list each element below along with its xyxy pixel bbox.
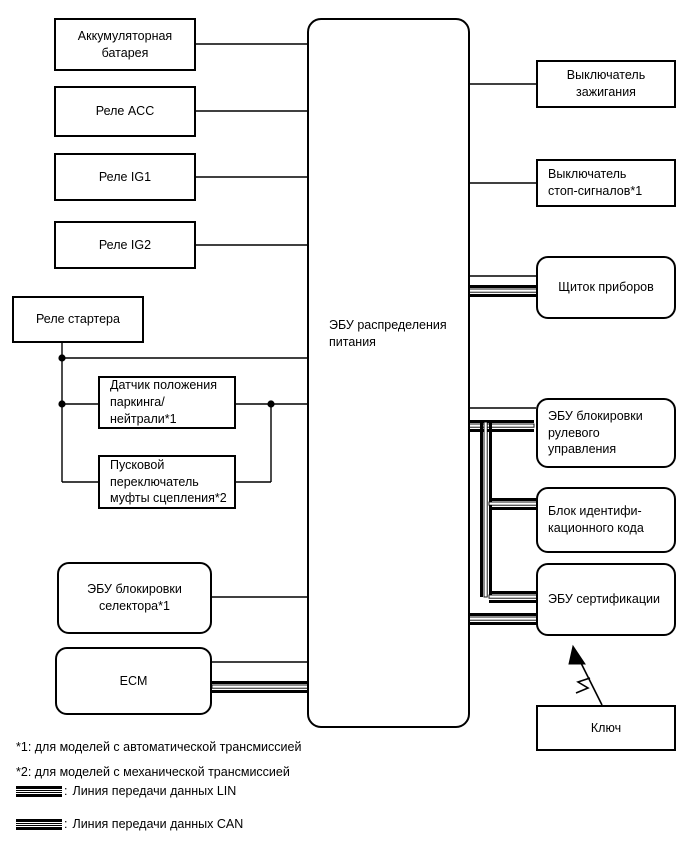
node-key[interactable]: Ключ — [536, 705, 676, 751]
node-instrument-cluster-label: Щиток приборов — [558, 280, 654, 295]
bus-can-ecu-to-instrument-cluster — [467, 285, 538, 297]
legend-lin-colon: : — [64, 784, 68, 798]
node-ig1-relay[interactable]: Реле IG1 — [54, 153, 196, 201]
node-ecm-label: ECM — [119, 673, 148, 688]
node-instrument-cluster[interactable]: Щиток приборов — [536, 256, 676, 319]
wireless-signal-arrow — [568, 644, 603, 706]
can-bus-line-icon — [16, 818, 62, 830]
power-distribution-ecu[interactable]: ЭБУ распределения питания — [307, 18, 470, 728]
bus-can-ecu-to-certification-ecu — [467, 613, 538, 625]
node-ignition-switch-label: Выключатель зажигания — [566, 68, 646, 99]
junction-dot-switch-merge — [267, 400, 275, 408]
node-acc-relay[interactable]: Реле ACC — [54, 86, 196, 137]
node-park-neutral-sensor[interactable]: Датчик положения паркинга/нейтрали*1 — [98, 376, 236, 429]
bus-lin-trunk — [467, 420, 538, 603]
legend-lin-label: Линия передачи данных LIN — [72, 784, 237, 798]
node-certification-ecu-label: ЭБУ сертификации — [548, 592, 660, 607]
node-key-label: Ключ — [590, 720, 622, 735]
footnote-1: *1: для моделей с автоматической трансми… — [16, 740, 302, 754]
bus-can-ecm-to-ecu — [211, 681, 310, 693]
junction-dot-park-neutral — [58, 400, 66, 408]
node-steering-lock-ecu-label: ЭБУ блокировки рулевого управления — [548, 408, 643, 457]
footnote-2: *2: для моделей с механической трансмисс… — [16, 765, 290, 779]
legend-can: : Линия передачи данных CAN — [16, 817, 243, 831]
node-id-code-box-label: Блок идентифи- кационного кода — [548, 504, 644, 535]
node-acc-relay-label: Реле ACC — [95, 104, 155, 119]
node-stop-light-switch-label: Выключатель стоп-сигналов*1 — [548, 167, 643, 198]
legend-can-colon: : — [64, 817, 68, 831]
node-clutch-start-switch[interactable]: Пусковой переключатель муфты сцепления*2 — [98, 455, 236, 509]
node-certification-ecu[interactable]: ЭБУ сертификации — [536, 563, 676, 636]
node-park-neutral-sensor-label: Датчик положения паркинга/нейтрали*1 — [110, 378, 217, 426]
node-starter-relay[interactable]: Реле стартера — [12, 296, 144, 343]
node-battery-label: Аккумуляторная батарея — [77, 28, 173, 60]
node-ecm[interactable]: ECM — [55, 647, 212, 715]
power-distribution-ecu-label: ЭБУ распределения питания — [329, 317, 447, 350]
node-ignition-switch[interactable]: Выключатель зажигания — [536, 60, 676, 108]
node-ig1-relay-label: Реле IG1 — [98, 169, 152, 184]
node-id-code-box[interactable]: Блок идентифи- кационного кода — [536, 487, 676, 553]
node-shift-lock-ecu-label: ЭБУ блокировки селектора*1 — [87, 582, 182, 613]
node-shift-lock-ecu[interactable]: ЭБУ блокировки селектора*1 — [57, 562, 212, 634]
node-starter-relay-label: Реле стартера — [36, 312, 120, 327]
lin-bus-line-icon — [16, 785, 62, 797]
node-steering-lock-ecu[interactable]: ЭБУ блокировки рулевого управления — [536, 398, 676, 468]
legend-can-label: Линия передачи данных CAN — [72, 817, 244, 831]
legend-lin: : Линия передачи данных LIN — [16, 784, 236, 798]
node-clutch-start-switch-label: Пусковой переключатель муфты сцепления*2 — [110, 457, 227, 506]
node-battery[interactable]: Аккумуляторная батарея — [54, 18, 196, 71]
node-ig2-relay[interactable]: Реле IG2 — [54, 221, 196, 269]
junction-dot-starter-top — [58, 354, 66, 362]
node-ig2-relay-label: Реле IG2 — [98, 237, 152, 252]
node-stop-light-switch[interactable]: Выключатель стоп-сигналов*1 — [536, 159, 676, 207]
